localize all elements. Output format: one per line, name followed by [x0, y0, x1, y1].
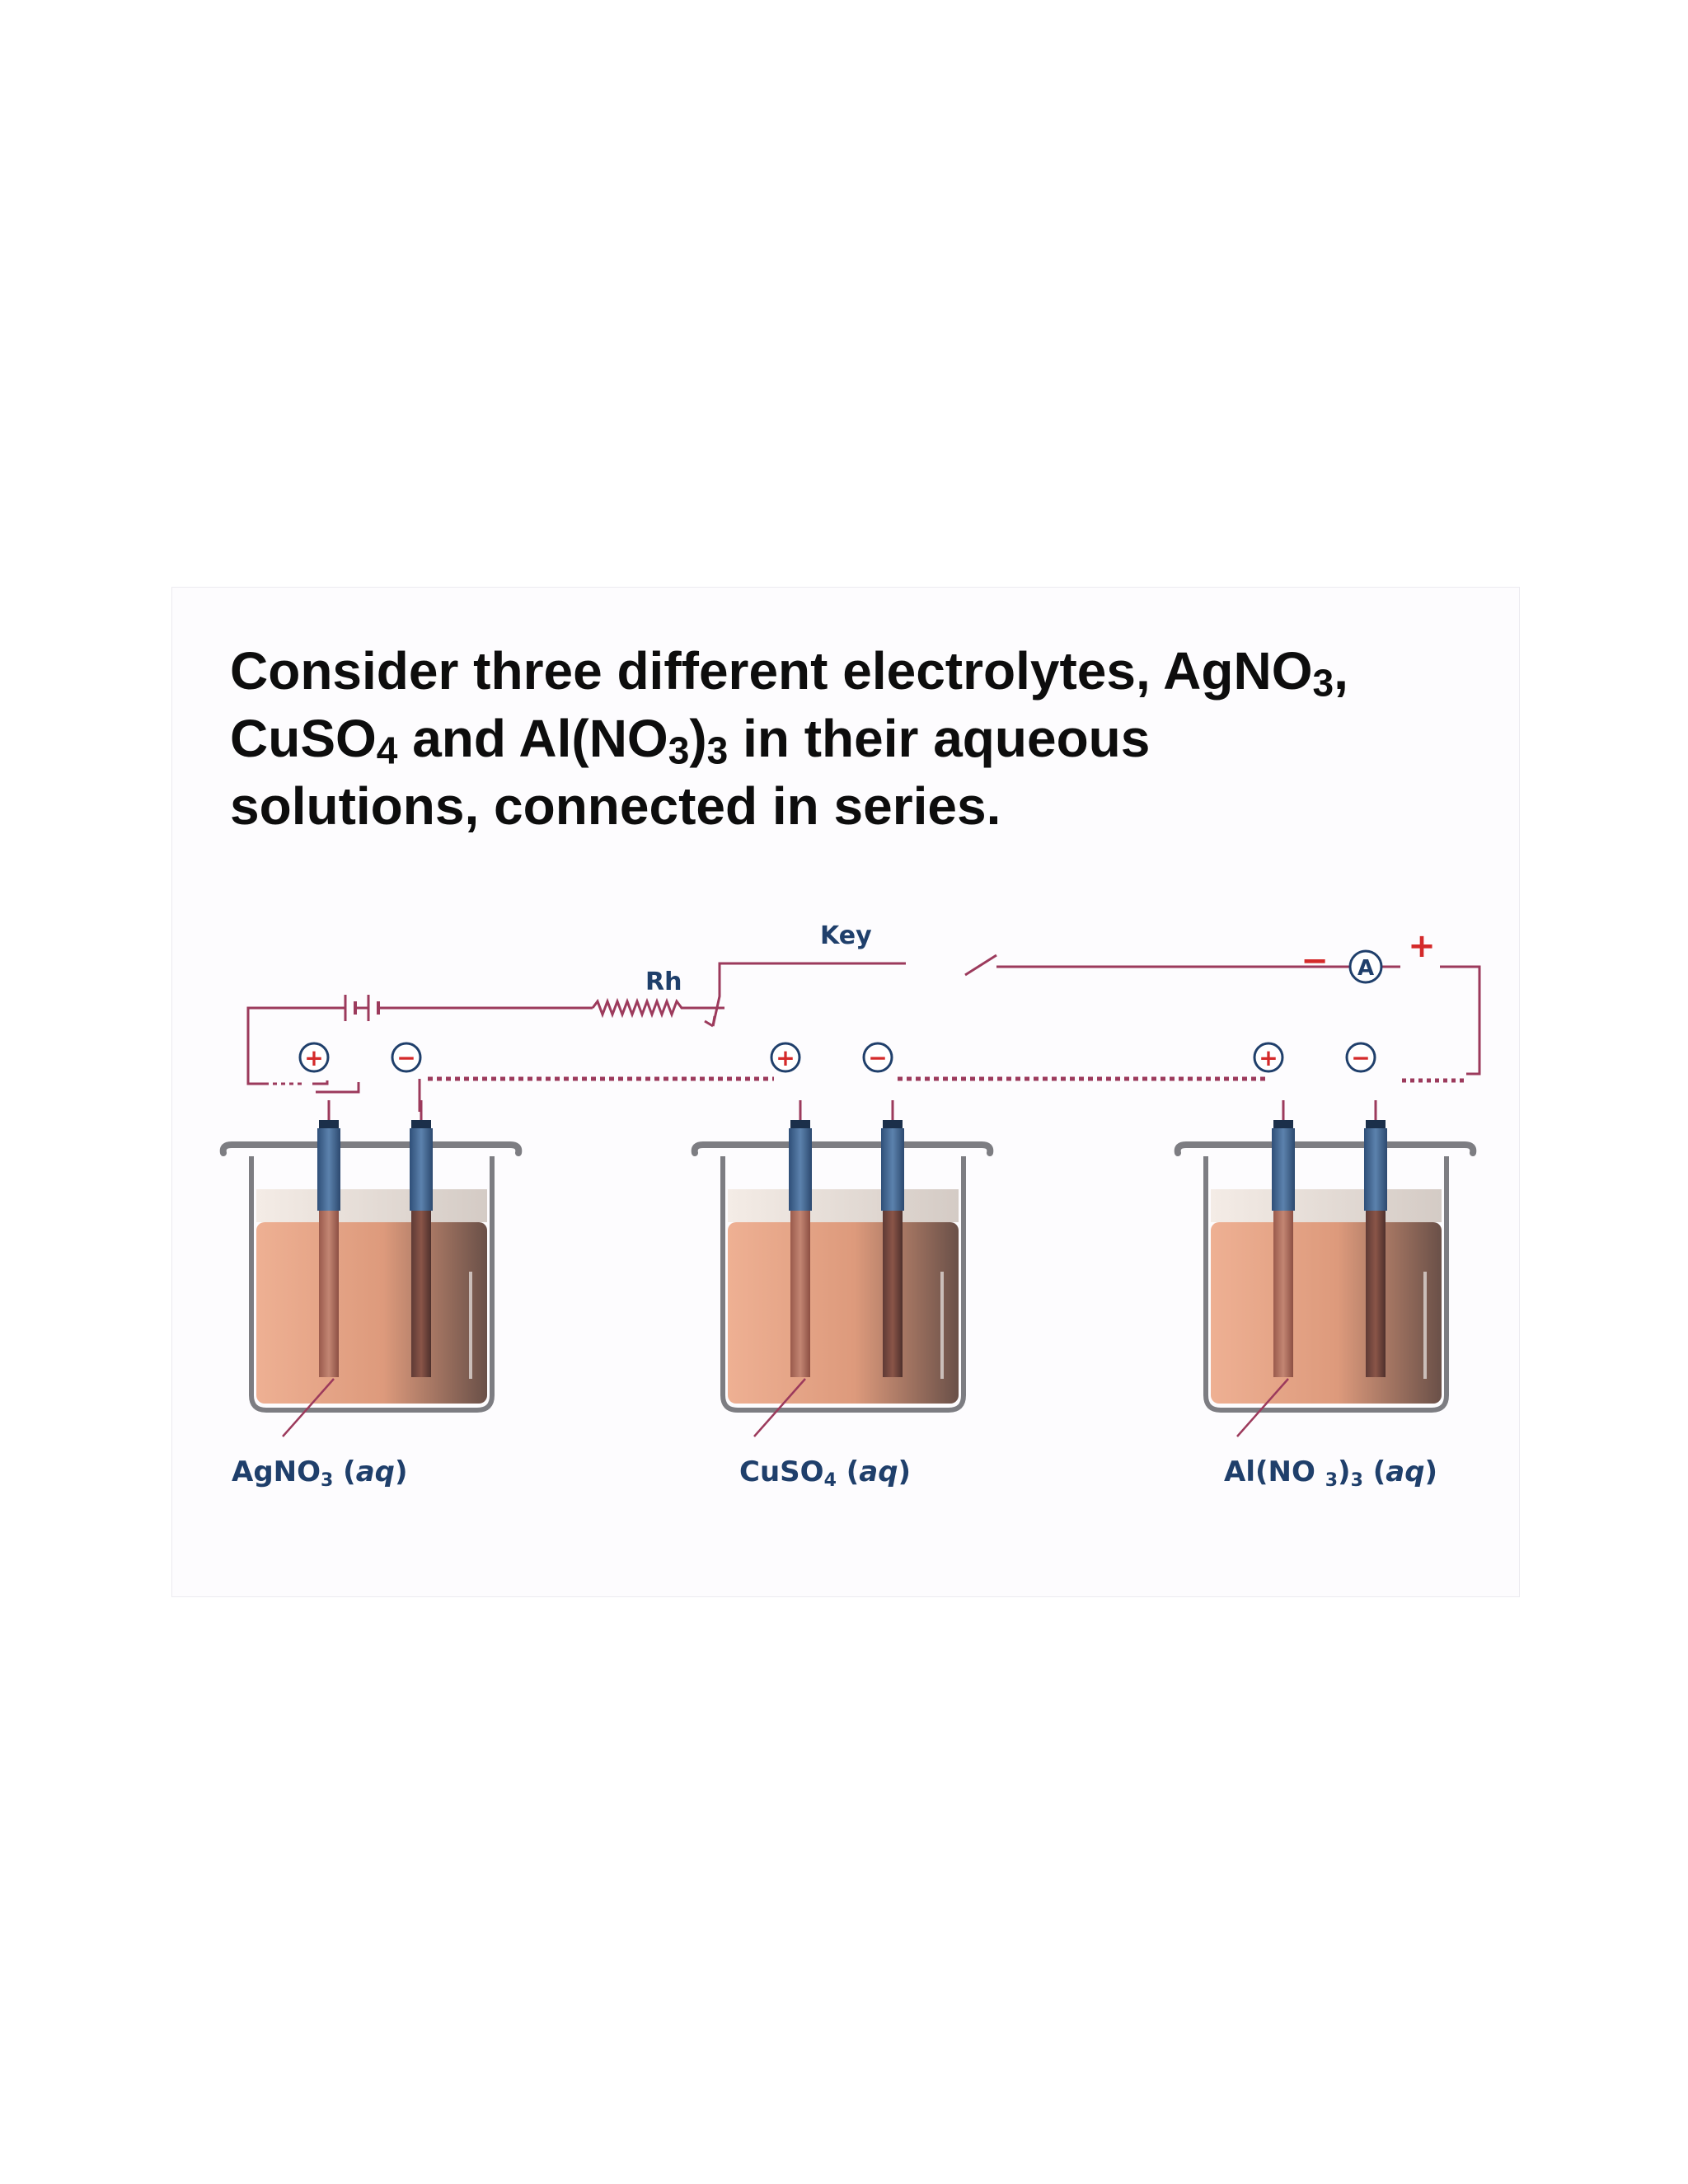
key-lever: [964, 954, 997, 977]
anode-cap: [1272, 1128, 1295, 1211]
beaker-rim: [1174, 1141, 1477, 1156]
battery-icon: [344, 995, 420, 1021]
cathode-cap: [410, 1128, 433, 1211]
electrolysis-circuit-diagram: Rh Key A − + +−AgNO3 (aq)+−CuSO4 (aq)+−A…: [219, 921, 1481, 1491]
plus-icon: [1253, 1042, 1284, 1073]
minus-icon: [862, 1042, 893, 1073]
label-leader: [1236, 1378, 1289, 1437]
anode-clip: [790, 1120, 810, 1128]
beaker-rim: [691, 1141, 994, 1156]
cathode-clip: [883, 1120, 903, 1128]
minus-icon: [391, 1042, 422, 1073]
cell-label-alno3: Al(NO 3)3 (aq): [1224, 1455, 1437, 1491]
cathode-clip: [1366, 1120, 1386, 1128]
ammeter-icon: [1348, 949, 1383, 984]
cell-label-agno3: AgNO3 (aq): [232, 1455, 408, 1491]
cathode-rod: [1366, 1211, 1386, 1377]
anode-clip: [319, 1120, 339, 1128]
wire-ammeter-right: [1440, 965, 1481, 1076]
key-label: Key: [820, 921, 872, 950]
beaker-rim: [219, 1141, 523, 1156]
beaker-wall: [249, 1156, 495, 1413]
anode-cap: [317, 1128, 340, 1211]
solution: [1211, 1222, 1442, 1404]
wire-battery-left: [246, 1006, 345, 1085]
anode-rod: [790, 1211, 810, 1377]
slide-panel: Consider three different electrolytes, A…: [171, 587, 1520, 1597]
cathode-clip: [411, 1120, 431, 1128]
cells-layer: + − AgNO3 (aq) + − CuSO4 (aq) + − Al(NO 3)3 (aq): [219, 1042, 1477, 1491]
solution: [256, 1222, 487, 1404]
ammeter: A − +: [1301, 927, 1436, 984]
title-line-2: CuSO4 and Al(NO3)3 in their aqueous: [230, 709, 1151, 772]
anode-rod: [319, 1211, 339, 1377]
cathode-sign: −: [868, 1044, 887, 1071]
anode-sign: +: [304, 1044, 323, 1071]
plus-icon: [770, 1042, 801, 1073]
cathode-rod: [883, 1211, 903, 1377]
rheostat-label: Rh: [645, 968, 682, 996]
question-title: Consider three different electrolytes, A…: [230, 637, 1466, 840]
plus-icon: [298, 1042, 330, 1073]
cathode-sign: −: [1351, 1044, 1370, 1071]
ammeter-label: A: [1357, 956, 1374, 981]
cell-label-cuso4: CuSO4 (aq): [739, 1455, 911, 1491]
cathode-rod: [411, 1211, 431, 1377]
rheostat-slider: [711, 962, 881, 1027]
ammeter-plus: +: [1408, 927, 1436, 965]
beaker-air-gap: [256, 1189, 487, 1222]
cell-cuso4: + − CuSO4 (aq): [691, 1042, 994, 1491]
cell-agno3: + − AgNO3 (aq): [219, 1042, 523, 1491]
cathode-cap: [1364, 1128, 1387, 1211]
beaker-wall: [720, 1156, 966, 1413]
anode-clip: [1273, 1120, 1293, 1128]
beaker-air-gap: [728, 1189, 959, 1222]
solution: [728, 1222, 959, 1404]
rheostat-icon: [591, 997, 724, 1019]
ammeter-minus: −: [1301, 942, 1329, 980]
label-leader: [753, 1378, 806, 1437]
label-leader: [282, 1378, 335, 1437]
anode-sign: +: [1259, 1044, 1278, 1071]
title-line-3: solutions, connected in series.: [230, 776, 1001, 836]
cathode-cap: [881, 1128, 904, 1211]
beaker-air-gap: [1211, 1189, 1442, 1222]
cell-alno3: + − Al(NO 3)3 (aq): [1174, 1042, 1477, 1491]
circuit-wiring: [246, 954, 1481, 1112]
anode-sign: +: [776, 1044, 795, 1071]
beaker-wall: [1203, 1156, 1449, 1413]
title-line-1: Consider three different electrolytes, A…: [230, 641, 1348, 705]
anode-rod: [1273, 1211, 1293, 1377]
anode-cap: [789, 1128, 812, 1211]
minus-icon: [1345, 1042, 1376, 1073]
cathode-sign: −: [396, 1044, 415, 1071]
